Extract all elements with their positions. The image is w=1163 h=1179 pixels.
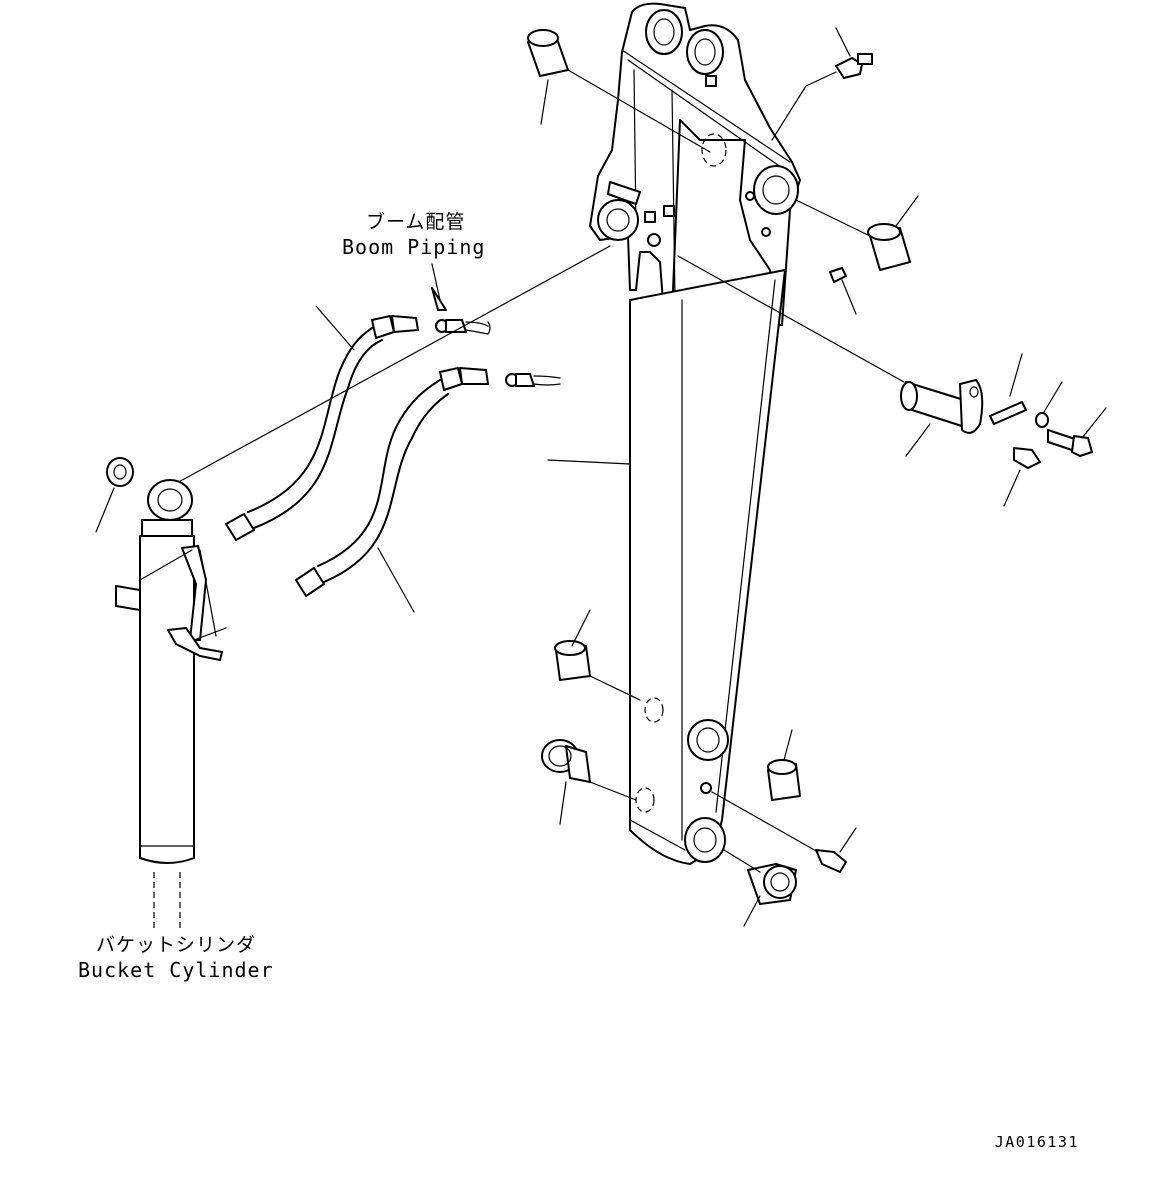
- boom-piping-label-jp: ブーム配管: [366, 211, 466, 233]
- pin-with-stopper: [677, 255, 984, 457]
- spring-washer: [1035, 381, 1063, 428]
- arm-body: [589, 2, 801, 865]
- leader-arm: [547, 459, 631, 465]
- grease-fitting-mid: [1003, 447, 1041, 507]
- bushing-right: [795, 195, 919, 271]
- bushing-top-left: [527, 29, 711, 153]
- bucket-cylinder-label-en: Bucket Cylinder: [78, 958, 274, 982]
- bushing-bottom-left-upper: [554, 609, 641, 701]
- bolt: [1047, 407, 1107, 457]
- bushing-bottom-right-lower: [723, 849, 797, 927]
- boom-piping-label-en: Boom Piping: [342, 235, 486, 259]
- small-screw: [829, 267, 857, 315]
- bucket-cylinder: [115, 479, 227, 928]
- lock-plate: [989, 353, 1027, 425]
- leader-cylinder-to-arm: [163, 245, 611, 491]
- hose-lower: [295, 367, 489, 613]
- drawing-code: JA016131: [994, 1133, 1079, 1151]
- bushing-bottom-right-upper: [767, 729, 801, 801]
- bucket-cylinder-label-jp: バケットシリンダ: [96, 934, 257, 956]
- boom-piping-connector-lower: [505, 373, 561, 387]
- hose-upper: [225, 305, 419, 541]
- flanged-bushing-bottom-left: [541, 739, 637, 825]
- grease-fitting-bottom: [711, 791, 857, 873]
- boom-piping-connector-upper: [431, 263, 491, 335]
- cylinder-washer: [95, 457, 134, 533]
- grease-fitting-top: [771, 27, 873, 141]
